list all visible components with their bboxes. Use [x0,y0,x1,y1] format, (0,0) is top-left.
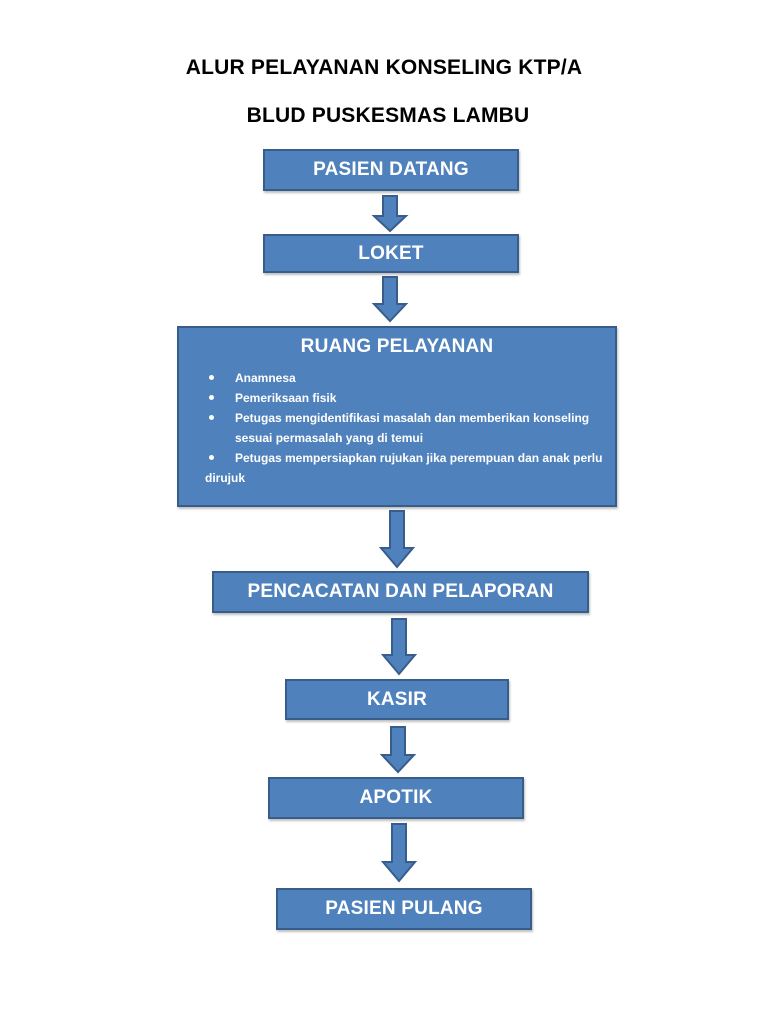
diagram-title: ALUR PELAYANAN KONSELING KTP/A [185,56,583,79]
step-label: PENCACATAN DAN PELAPORAN [247,581,554,602]
arrow-down-icon [371,276,409,323]
arrow-down-icon [379,726,417,774]
step-ruang-pelayanan: RUANG PELAYANAN Anamnesa Pemeriksaan fis… [177,326,617,507]
list-item: Anamnesa [205,368,603,388]
activity-list: Anamnesa Pemeriksaan fisik Petugas mengi… [179,368,615,488]
arrow-down-icon [378,510,416,569]
step-loket: LOKET [263,234,519,273]
step-pasien-datang: PASIEN DATANG [263,149,519,191]
bullet-icon [209,395,214,400]
list-item: Petugas mengidentifikasi masalah dan mem… [205,408,603,448]
step-label: LOKET [358,242,424,264]
bullet-icon [209,455,214,460]
diagram-subtitle: BLUD PUSKESMAS LAMBU [246,104,530,127]
list-item: Petugas mempersiapkan rujukan jika perem… [205,451,603,485]
step-apotik: APOTIK [268,777,524,819]
step-pencacatan-dan-pelaporan: PENCACATAN DAN PELAPORAN [212,571,589,613]
step-label: PASIEN DATANG [313,159,469,180]
step-label: APOTIK [359,787,433,808]
bullet-icon [209,415,214,420]
arrow-down-icon [371,195,409,233]
bullet-icon [209,375,214,380]
step-label: RUANG PELAYANAN [300,336,494,357]
step-label: KASIR [366,688,428,710]
arrow-down-icon [380,618,418,676]
step-pasien-pulang: PASIEN PULANG [276,888,532,930]
list-item: Pemeriksaan fisik [205,388,603,408]
step-kasir: KASIR [285,679,509,720]
step-label: PASIEN PULANG [325,898,483,919]
arrow-down-icon [380,823,418,883]
